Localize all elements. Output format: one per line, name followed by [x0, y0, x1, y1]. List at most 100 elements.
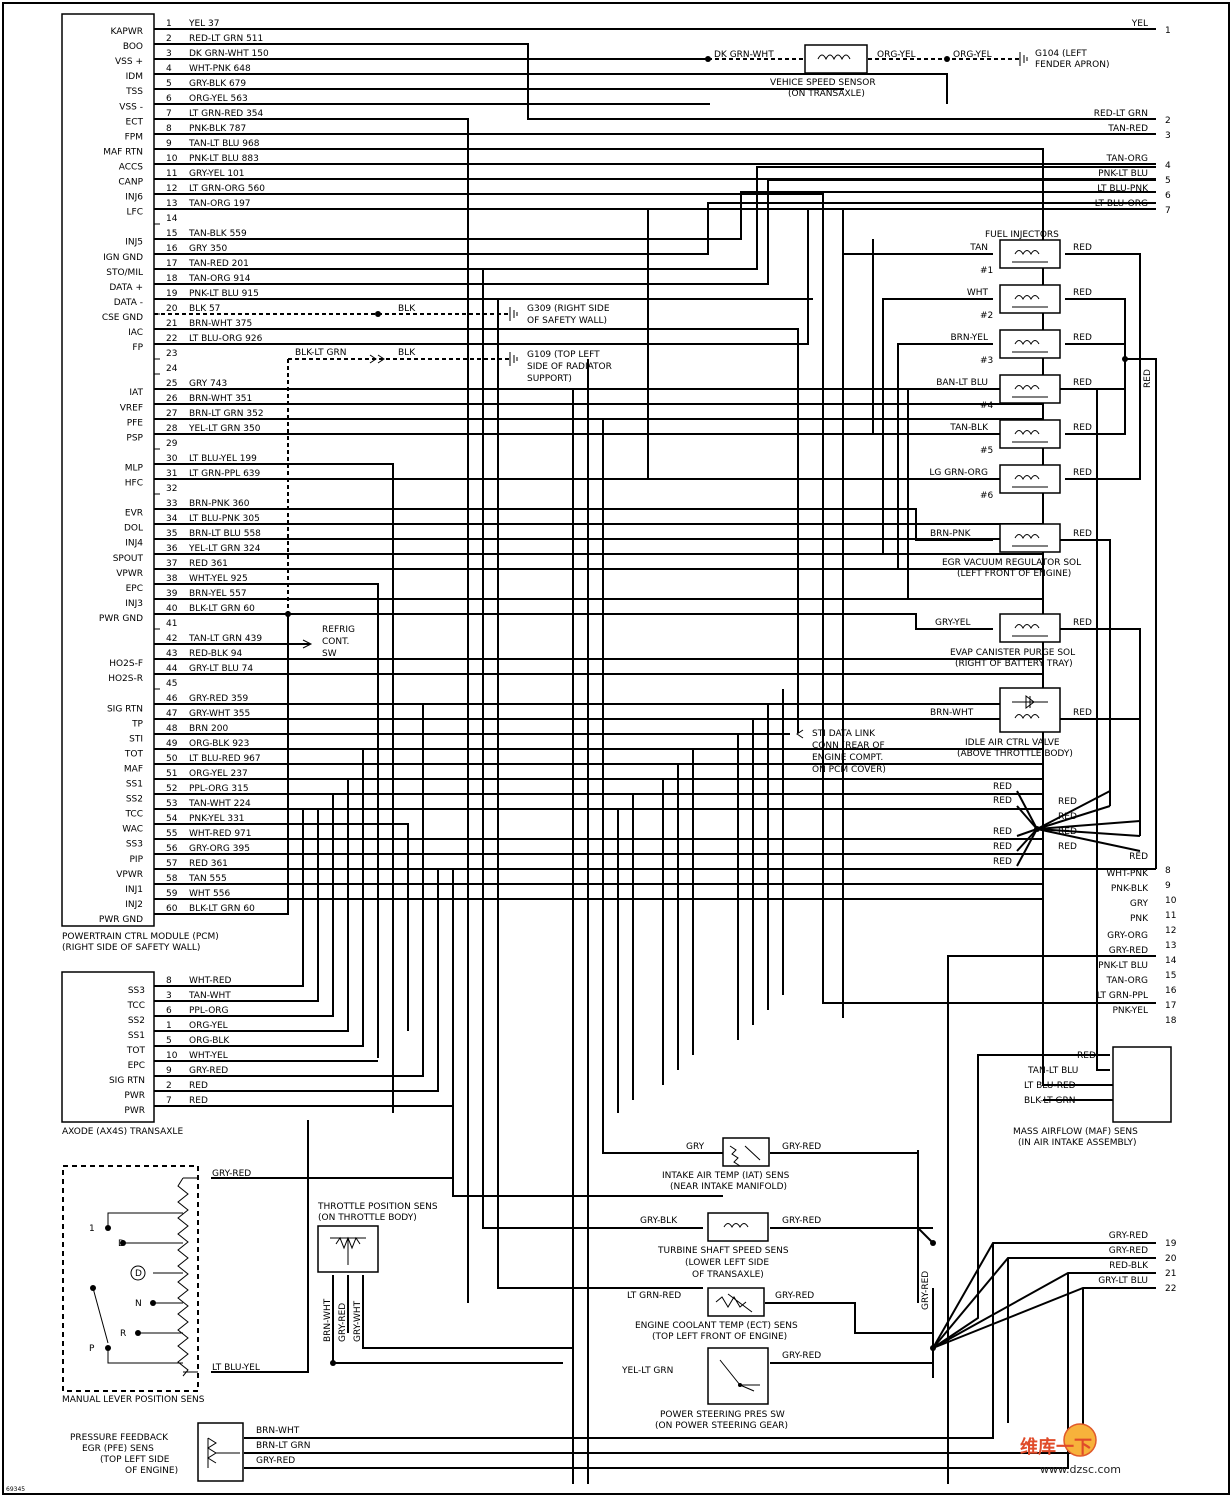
pcm-wire-name: BRN-WHT 351	[189, 394, 252, 404]
mlp-position-r: R	[120, 1329, 126, 1339]
pcm-pin-number: 58	[166, 874, 178, 884]
pcm-pin-label: INJ6	[125, 193, 143, 203]
maf-wire-3: LT BLU-RED	[1024, 1081, 1076, 1091]
maf-caption: MASS AIRFLOW (MAF) SENS	[1013, 1127, 1138, 1137]
iat-sensor: GRY GRY-RED INTAKE AIR TEMP (IAT) SENS (…	[662, 1137, 821, 1192]
ect-right-wire: GRY-RED	[775, 1291, 814, 1301]
transaxle-pin-label: EPC	[128, 1061, 145, 1071]
right-connector-number: 18	[1165, 1016, 1177, 1026]
pcm-pin-label: MAF RTN	[103, 147, 143, 157]
pcm-pin-label: TCC	[124, 810, 143, 820]
pcm-pin-number: 11	[166, 169, 177, 179]
egr-caption-location: (LEFT FRONT OF ENGINE)	[957, 569, 1071, 579]
pcm-wire-name: GRY-ORG 395	[189, 844, 250, 854]
pcm-wire-name: RED-BLK 94	[189, 649, 242, 659]
right-connector-number: 5	[1165, 176, 1171, 186]
pcm-wire-name: TAN-WHT 224	[188, 799, 251, 809]
pcm-pin-number: 56	[166, 844, 178, 854]
transaxle-pin-number: 6	[166, 1006, 172, 1016]
pcm-pin-label: HFC	[125, 479, 143, 489]
pcm-pin-number: 55	[166, 829, 177, 839]
tps-caption: THROTTLE POSITION SENS	[317, 1202, 438, 1212]
pcm-pin-label: SS1	[126, 780, 143, 790]
mlp-position-1: 1	[89, 1224, 95, 1234]
pcm-pin-number: 28	[166, 424, 178, 434]
pcm-pin-number: 18	[166, 274, 178, 284]
tss-right-wire: GRY-RED	[782, 1216, 821, 1226]
right-connector-wire: PNK	[1130, 914, 1149, 924]
pcm-wire-name: ORG-YEL 237	[189, 769, 248, 779]
splice-red-label: RED	[993, 842, 1012, 852]
injector-box	[999, 374, 1061, 404]
pcm-pin-label: PFE	[127, 418, 144, 428]
evap-caption: EVAP CANISTER PURGE SOL	[950, 648, 1075, 658]
refrig-label-2: CONT.	[322, 637, 349, 647]
pcm-wire-name: BRN-LT BLU 558	[189, 529, 261, 539]
right-connector-wire: GRY	[1130, 899, 1149, 909]
iat-left-wire: GRY	[686, 1142, 705, 1152]
pcm-wire-name: LT BLU-YEL 199	[189, 454, 257, 464]
ect-caption-location: (TOP LEFT FRONT OF ENGINE)	[652, 1332, 787, 1342]
pcm-pin-number: 34	[166, 514, 178, 524]
transaxle-wire-name: ORG-BLK	[189, 1036, 230, 1046]
pcm-pin-label: VPWR	[116, 870, 143, 880]
pcm-pin-label: STI	[129, 734, 143, 744]
pcm-pin-label: IGN GND	[103, 253, 143, 263]
watermark-url: www.dzsc.com	[1040, 1463, 1121, 1476]
figure-code: 69345	[6, 1486, 25, 1493]
pcm-pin-label: PWR GND	[99, 915, 143, 925]
pcm-pin-number: 2	[166, 34, 172, 44]
pcm-pin-label: DATA +	[109, 283, 143, 293]
pcm-pin-label: EPC	[126, 584, 143, 594]
pcm-pin-number: 53	[166, 799, 177, 809]
pcm-pin-label: MAF	[124, 764, 143, 774]
right-connector-number: 21	[1165, 1269, 1176, 1279]
pcm-pin-number: 54	[166, 814, 178, 824]
pcm-wire-name: BLK-LT GRN 60	[189, 604, 255, 614]
pcm-wire-name: WHT-RED 971	[189, 829, 252, 839]
pcm-wire-name: PNK-BLK 787	[189, 124, 246, 134]
pcm-pin-label: DOL	[124, 524, 143, 534]
pcm-pin-number: 1	[166, 19, 172, 29]
transaxle-wire-name: WHT-YEL	[189, 1051, 228, 1061]
right-connector-number: 12	[1165, 926, 1176, 936]
right-connector-number: 16	[1165, 986, 1177, 996]
g309-label: G309 (RIGHT SIDE	[527, 304, 610, 314]
pcm-pin-number: 25	[166, 379, 177, 389]
right-connector-number: 20	[1165, 1254, 1177, 1264]
maf-wire-1: RED	[1077, 1051, 1096, 1061]
injector-wire: BAN-LT BLU	[936, 378, 988, 388]
refrig-label: REFRIG	[322, 625, 355, 635]
power-steering-pressure-switch: YEL-LT GRN GRY-RED POWER STEERING PRES S…	[621, 1347, 821, 1431]
pcm-wire-name: TAN-BLK 559	[188, 229, 247, 239]
pcm-pin-number: 49	[166, 739, 178, 749]
pcm-pin-number: 46	[166, 694, 178, 704]
right-connector-wire: PNK-LT BLU	[1098, 169, 1148, 179]
pcm-wire-name: WHT-YEL 925	[189, 574, 248, 584]
pfe-caption-location: (TOP LEFT SIDE	[100, 1455, 170, 1465]
injector-box	[999, 239, 1061, 269]
injector-red: RED	[1073, 243, 1092, 253]
pcm-pin-label: INJ5	[125, 238, 143, 248]
right-connector-number: 2	[1165, 116, 1171, 126]
pcm-pin-label: PWR GND	[99, 614, 143, 624]
right-connector-wire: GRY-RED	[1109, 946, 1148, 956]
iat-caption-location: (NEAR INTAKE MANIFOLD)	[670, 1182, 787, 1192]
pcm-pin-number: 44	[166, 664, 178, 674]
pcm-pin-label: WAC	[122, 825, 143, 835]
psp-caption-location: (ON POWER STEERING GEAR)	[655, 1421, 788, 1431]
pcm-pin-number: 19	[166, 289, 178, 299]
pcm-pin-number: 14	[166, 214, 178, 224]
pcm-caption: POWERTRAIN CTRL MODULE (PCM)	[62, 932, 219, 942]
pcm-pin-number: 27	[166, 409, 177, 419]
pcm-wire-name: LT GRN-RED 354	[189, 109, 264, 119]
right-connector-wire: TAN-RED	[1107, 124, 1148, 134]
pcm-wire-name: RED 361	[189, 859, 228, 869]
pcm-wire-name: GRY 350	[189, 244, 227, 254]
mlp-caption: MANUAL LEVER POSITION SENS	[62, 1395, 205, 1405]
splice-red-label: RED	[1058, 797, 1077, 807]
pcm-wire-name: GRY 743	[189, 379, 227, 389]
pcm-pin-number: 16	[166, 244, 178, 254]
mlp-bottom-wire: LT BLU-YEL	[212, 1363, 260, 1373]
